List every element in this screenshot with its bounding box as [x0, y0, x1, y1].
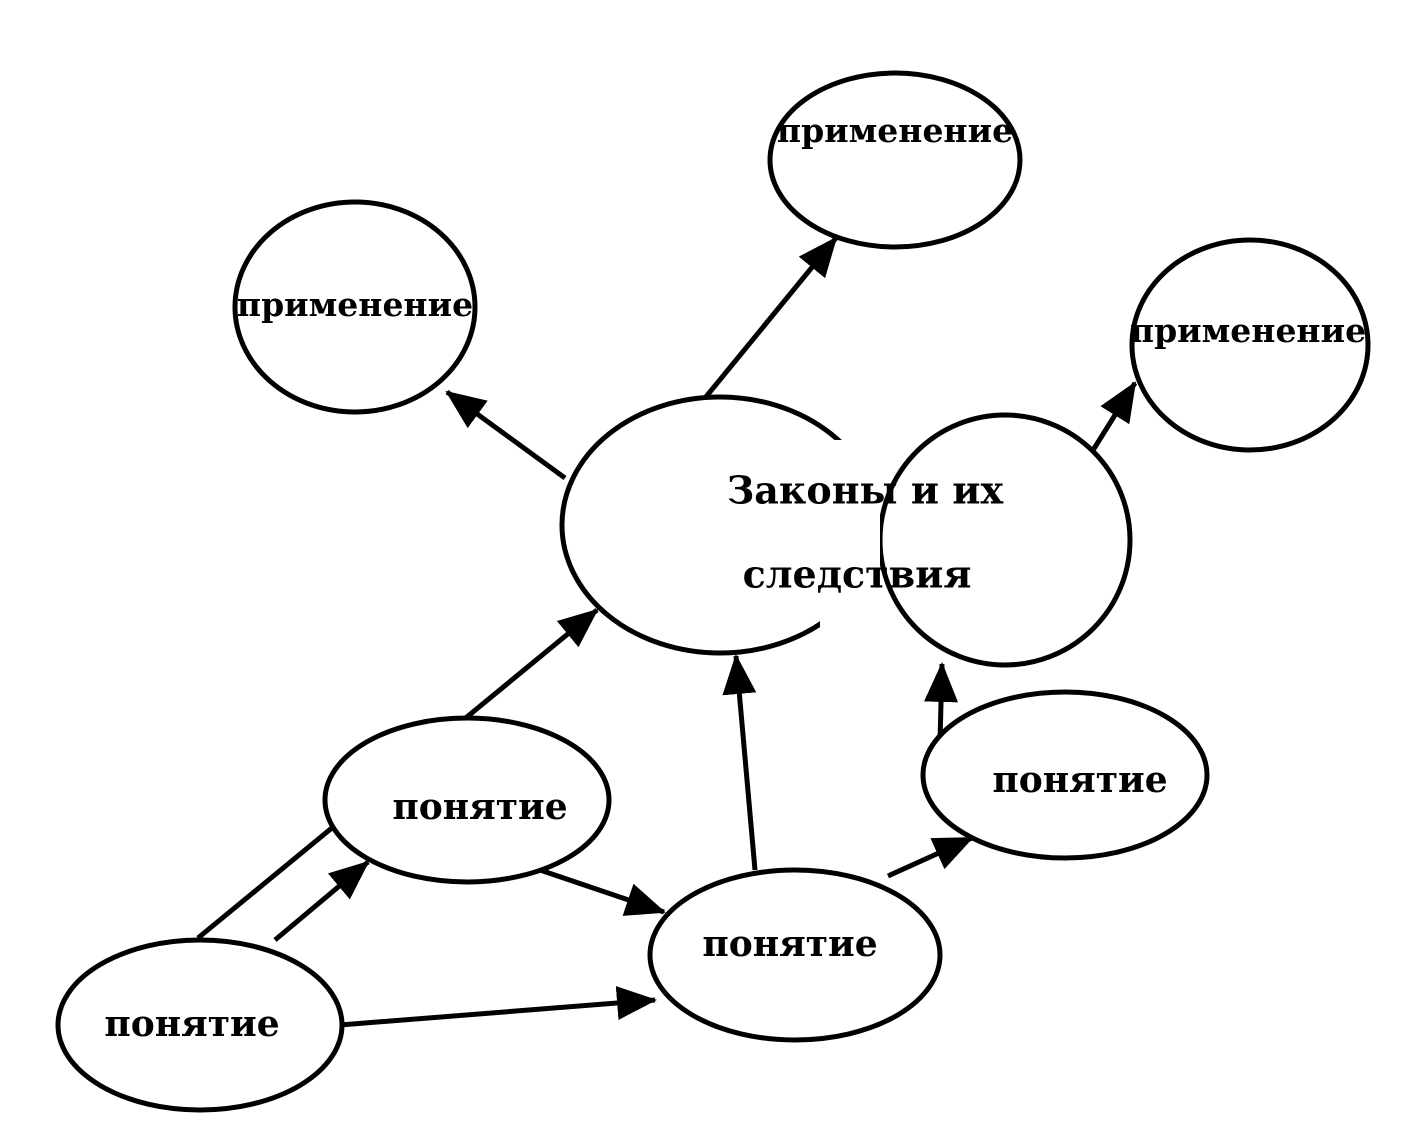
edge-laws-to-application-top [703, 236, 838, 400]
node-application-top: применение [767, 70, 1023, 250]
node-concept-bottom-left-shape [55, 937, 345, 1113]
node-concept-right-shape [920, 689, 1210, 861]
node-application-left-label: применение [237, 285, 473, 324]
edge-laws-to-application-right [1087, 381, 1138, 457]
edge-laws-to-application-left [445, 389, 567, 481]
node-application-top-shape [767, 70, 1023, 250]
node-concept-middle-shape [322, 715, 612, 885]
node-application-right-label: применение [1130, 311, 1366, 350]
node-concept-middle: понятие [322, 715, 612, 885]
node-application-right-shape [1129, 237, 1371, 453]
edge-concept-bottom-center-to-concept-right [886, 835, 974, 879]
node-concept-bottom-left: понятие [55, 937, 345, 1113]
node-application-left: применение [232, 199, 478, 415]
node-application-left-shape [232, 199, 478, 415]
node-laws: Законы и их следствия [559, 394, 1133, 668]
node-concept-right: понятие [920, 689, 1210, 861]
node-concept-bottom-left-label: понятие [104, 1003, 279, 1045]
node-concept-middle-label: понятие [392, 786, 567, 828]
edge-concept-right-to-laws [924, 662, 959, 743]
node-concept-bottom-center-shape [647, 867, 943, 1043]
node-application-right: применение [1129, 237, 1371, 453]
node-concept-bottom-center: понятие [647, 867, 943, 1043]
node-laws-shape-right [877, 412, 1133, 668]
edge-concept-bottom-center-to-laws [722, 654, 758, 871]
edge-concept-bottom-left-to-concept-middle [273, 860, 370, 942]
edge-concept-middle-to-concept-bottom-center [539, 867, 666, 916]
node-laws-seam [820, 440, 880, 630]
node-concept-right-label: понятие [992, 759, 1167, 801]
nodes-layer: Законы и их следствия применение примене… [55, 70, 1371, 1113]
edge-concept-bottom-left-to-concept-bottom-center [314, 986, 657, 1030]
node-concept-bottom-center-label: понятие [702, 923, 877, 965]
node-laws-label-line1: Законы и их [727, 468, 1004, 513]
node-application-top-label: применение [777, 111, 1013, 150]
node-laws-label-line2: следствия [743, 552, 972, 597]
